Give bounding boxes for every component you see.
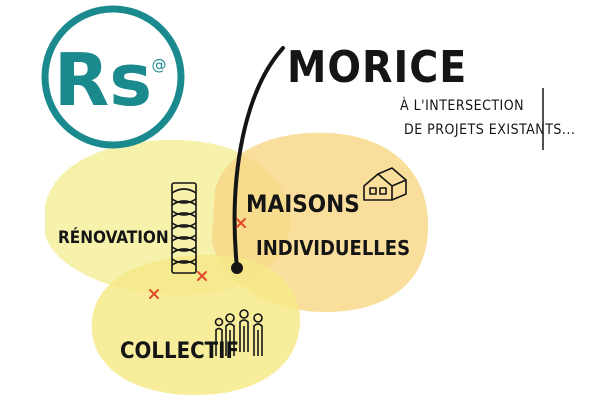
pointer-arrow <box>231 46 285 274</box>
logo-text: Rs <box>54 38 152 122</box>
pointer-dot <box>231 262 243 274</box>
logo-mark: @ <box>152 56 167 74</box>
rs-logo: Rs @ <box>41 5 185 149</box>
label-individuelles: INDIVIDUELLES <box>256 236 410 260</box>
collectif-blob <box>91 255 300 395</box>
label-renovation: RÉNOVATION <box>58 226 169 248</box>
subtitle-line2: DE PROJETS EXISTANTS... <box>404 122 575 138</box>
insulation-icon <box>171 182 197 274</box>
cross-mark <box>197 271 207 281</box>
house-icon <box>363 167 407 201</box>
label-collectif: COLLECTIF <box>120 339 239 364</box>
cross-mark <box>236 218 246 228</box>
people-group-icon <box>214 309 263 356</box>
logo-ring <box>41 5 185 149</box>
subtitle-line1: À L'INTERSECTION <box>400 97 524 114</box>
label-maisons: MAISONS <box>246 190 360 218</box>
intersection-crosses <box>149 218 246 299</box>
title-morice: MORICE <box>287 42 467 93</box>
cross-mark <box>149 289 159 299</box>
